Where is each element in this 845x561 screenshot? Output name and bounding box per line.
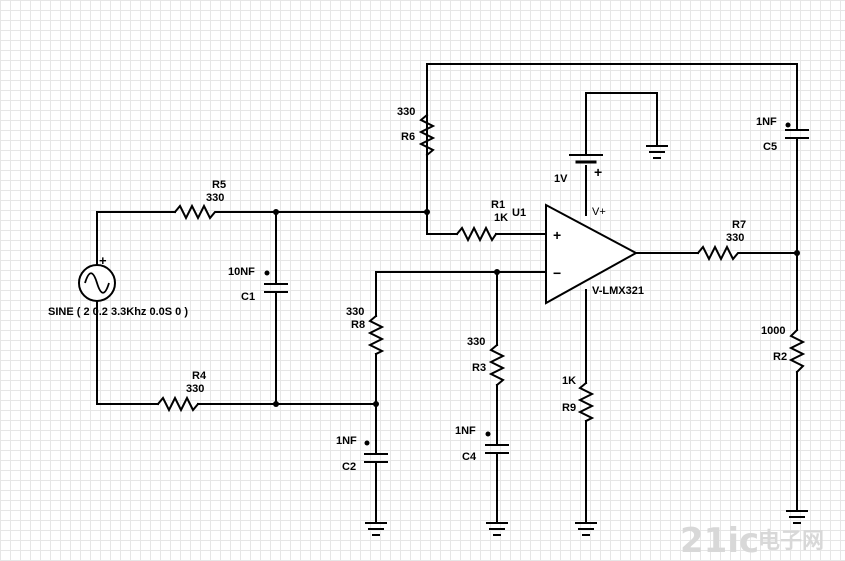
r6-name: R6 [401,131,415,143]
c5-name: C5 [763,141,777,153]
c2-value: 1NF [336,435,357,447]
c1-value: 10NF [228,266,255,278]
watermark-cn: 电子网 [758,529,824,554]
r3-name: R3 [472,362,486,374]
resistor-r3[interactable] [488,343,506,387]
watermark-brand: 21ic [680,521,759,561]
ground-r9 [575,522,597,536]
u1-name: U1 [512,207,526,219]
r2-name: R2 [773,351,787,363]
resistor-r2[interactable] [788,328,806,374]
r1-value: 1K [494,212,508,224]
resistor-r6[interactable] [418,113,436,157]
capacitor-c1[interactable] [264,270,288,293]
r2-value: 1000 [761,325,785,337]
r5-name: R5 [212,179,226,191]
ground-symbols [365,145,808,536]
source-label: SINE ( 2 0.2 3.3Khz 0.0S 0 ) [48,306,188,318]
capacitor-c4[interactable] [485,431,509,454]
c5-value: 1NF [756,116,777,128]
r1-name: R1 [491,199,505,211]
r7-name: R7 [732,219,746,231]
opamp-minus-input: − [553,265,561,281]
ground-c4 [486,522,508,536]
r8-value: 330 [346,306,364,318]
resistor-r1[interactable] [455,225,498,243]
c2-name: C2 [342,461,356,473]
r6-value: 330 [397,106,415,118]
ground-c2 [365,522,387,536]
ground-r2 [786,510,808,524]
resistor-r8[interactable] [367,314,385,356]
resistor-r5[interactable] [173,203,219,221]
junctions [273,209,800,407]
c1-name: C1 [241,291,255,303]
sine-source[interactable]: + [78,253,116,302]
r5-value: 330 [206,192,224,204]
r9-value: 1K [562,375,576,387]
opamp-model-label: V-LMX321 [592,285,644,297]
c4-name: C4 [462,451,477,463]
wires [96,63,798,523]
battery-value: 1V [554,173,568,185]
r9-name: R9 [562,402,576,414]
resistor-r7[interactable] [696,244,741,262]
opamp-plus-input: + [553,227,561,243]
r3-value: 330 [467,336,485,348]
r8-name: R8 [351,319,365,331]
r4-name: R4 [192,370,207,382]
battery-1v[interactable] [569,154,603,164]
capacitor-c5[interactable] [785,122,809,139]
capacitor-c2[interactable] [364,440,388,463]
resistor-r9[interactable] [577,381,595,423]
op-amp-u1[interactable] [545,203,639,305]
r7-value: 330 [726,232,744,244]
watermark-logo: 21ic 电子网 [680,521,824,561]
resistor-r4[interactable] [156,395,200,413]
ground-supply [646,145,668,159]
opamp-vplus-label: V+ [592,206,606,218]
c4-value: 1NF [455,425,476,437]
r4-value: 330 [186,383,204,395]
source-plus-sign: + [99,253,107,268]
battery-plus-sign: + [594,164,602,180]
